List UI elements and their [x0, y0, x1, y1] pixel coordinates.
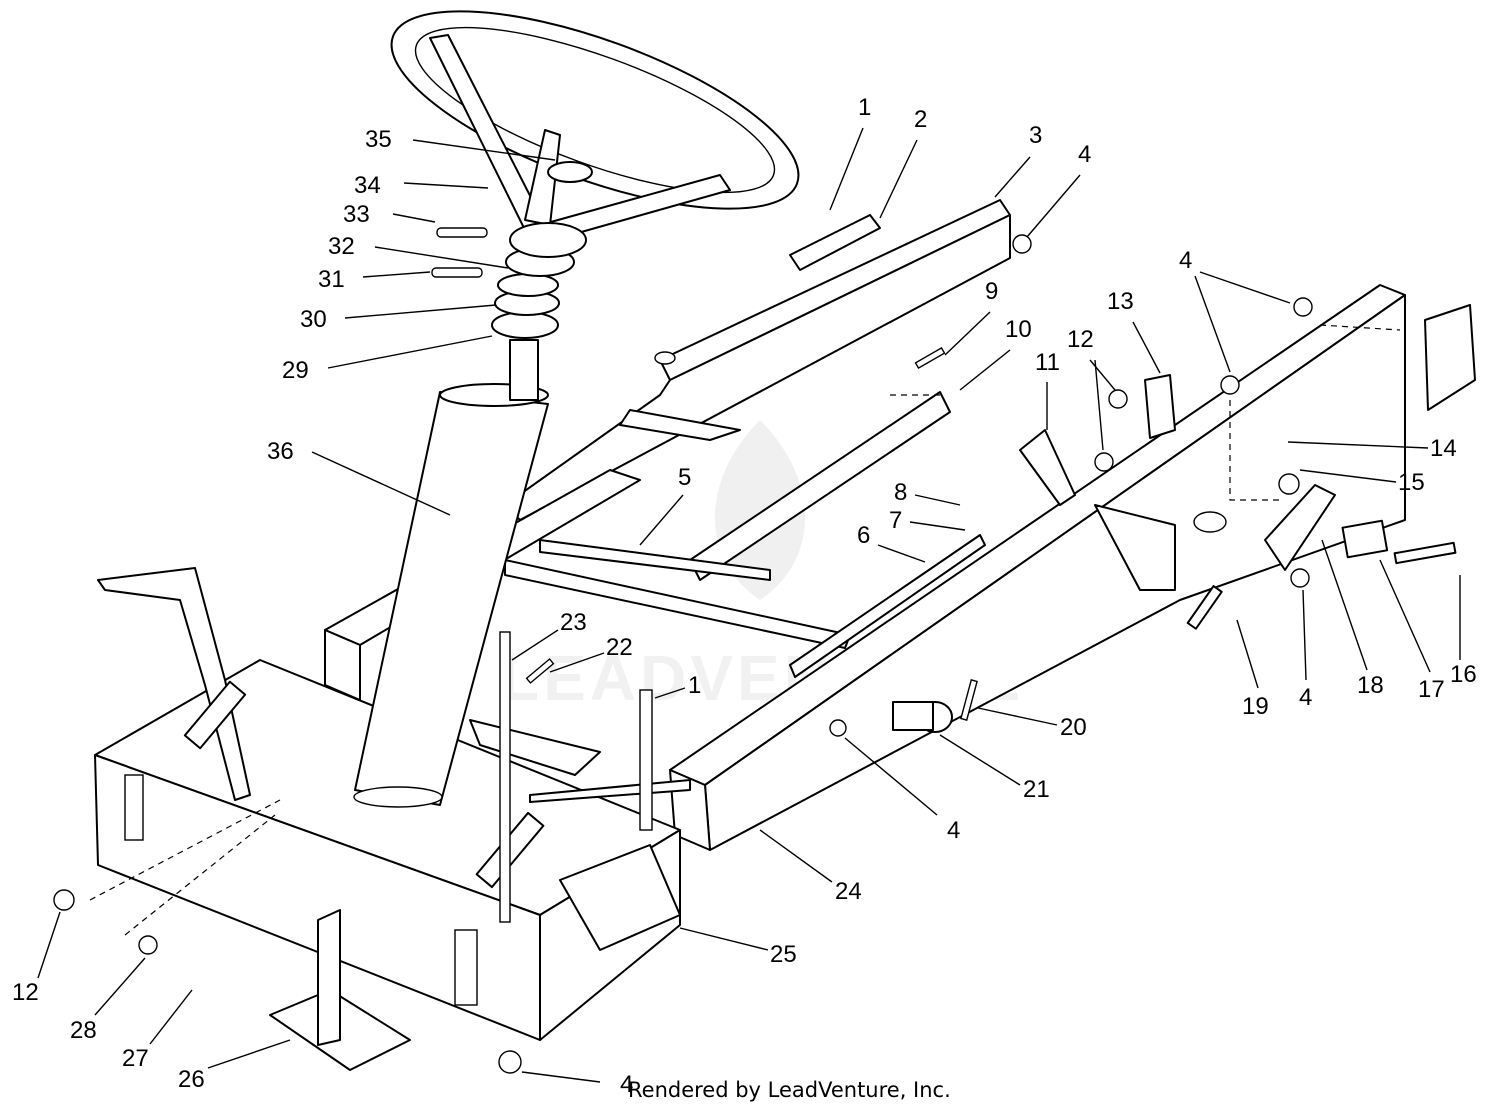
nut-12-a	[1108, 389, 1128, 409]
brake-pedal	[97, 567, 251, 801]
callout-label: 6	[857, 522, 870, 549]
steering-cap	[547, 161, 593, 183]
callout-label: 4	[620, 1071, 633, 1098]
cotter-pin-22	[525, 658, 555, 684]
cross-bar-upper	[689, 391, 951, 581]
nut-4-d	[1290, 568, 1310, 588]
link-rod	[789, 534, 986, 678]
callout-label: 21	[1023, 776, 1050, 803]
steering-hub	[509, 222, 587, 258]
callout-label: 27	[122, 1045, 149, 1072]
callout-label: 1	[688, 672, 701, 699]
rear-axle-stub	[1193, 511, 1227, 533]
callout-label: 17	[1418, 676, 1445, 703]
callout-label: 4	[947, 817, 960, 844]
callout-label: 29	[282, 357, 309, 384]
callout-labels: 1 2 3 4 4 35 34 33 32 31 30 29	[12, 94, 1477, 1098]
steering-column-bottom	[353, 786, 443, 808]
callout-label: 28	[70, 1017, 97, 1044]
bracket-2	[789, 214, 881, 271]
nut-4-f	[498, 1050, 522, 1074]
callout-label: 35	[365, 126, 392, 153]
callout-label: 18	[1357, 672, 1384, 699]
callout-label: 16	[1450, 661, 1477, 688]
nut-4-a	[1012, 234, 1032, 254]
bolt-23	[499, 631, 511, 923]
washer-28	[138, 935, 158, 955]
bolster-slot-right	[454, 929, 478, 1006]
callout-label: 12	[12, 979, 39, 1006]
rear-hitch-bracket	[1424, 304, 1476, 411]
callout-label: 2	[914, 106, 927, 133]
spacer-17	[1341, 519, 1389, 559]
assembly-line-a	[1229, 400, 1280, 501]
callout-label: 24	[835, 878, 862, 905]
bolt-16	[1393, 541, 1457, 565]
washer-15	[1278, 473, 1300, 495]
callout-label: 14	[1430, 435, 1457, 462]
callout-label: 11	[1035, 349, 1060, 376]
callout-label: 22	[606, 634, 633, 661]
callout-label: 8	[894, 479, 907, 506]
callout-label: 4	[1078, 141, 1091, 168]
callout-label: 32	[328, 233, 355, 260]
callout-label: 19	[1242, 693, 1269, 720]
callout-label: 34	[354, 172, 381, 199]
pivot-stub	[654, 351, 676, 365]
callout-label: 9	[985, 278, 998, 305]
lift-plate-18	[1264, 484, 1336, 571]
cotter-pin-20	[960, 679, 978, 721]
nut-4-b	[1293, 297, 1313, 317]
callout-label: 5	[678, 464, 691, 491]
callout-label: 30	[300, 306, 327, 333]
bolt-19	[1186, 585, 1223, 630]
hub-washer-31	[497, 273, 559, 297]
left-rail	[659, 199, 1011, 381]
nut-12-c	[53, 889, 75, 911]
nut-12-b	[1094, 452, 1114, 472]
cotter-pin-9	[914, 346, 946, 370]
right-rail-gusset	[1094, 504, 1176, 591]
bolster-slot-left	[124, 774, 144, 841]
callout-label: 20	[1060, 714, 1087, 741]
steering-wheel-inner	[414, 26, 776, 194]
callout-label: 3	[1029, 122, 1042, 149]
roll-pin-31	[431, 267, 483, 278]
callout-label: 31	[318, 266, 345, 293]
callout-label: 7	[889, 507, 902, 534]
axle-rod-lower	[504, 559, 851, 649]
callout-label: 25	[770, 941, 797, 968]
bushing-sleeve	[892, 701, 934, 731]
steering-post	[317, 909, 341, 1046]
steering-shaft	[509, 339, 539, 401]
callout-label: 4	[1179, 247, 1192, 274]
lift-arm	[1019, 429, 1076, 506]
nut-4-c	[1220, 375, 1240, 395]
bracket-13	[1144, 374, 1176, 439]
callout-label: 4	[1299, 684, 1312, 711]
pedal-slot-left	[183, 680, 247, 750]
callout-label: 15	[1398, 469, 1425, 496]
render-credit: Rendered by LeadVenture, Inc.	[628, 1078, 951, 1102]
callout-label: 10	[1005, 316, 1032, 343]
callout-label: 36	[267, 438, 294, 465]
axle-rod	[539, 539, 771, 581]
callout-label: 26	[178, 1066, 205, 1093]
lower-plate	[559, 844, 681, 951]
callout-label: 1	[858, 94, 871, 121]
callout-label: 12	[1067, 326, 1094, 353]
callout-label: 23	[560, 609, 587, 636]
nut-4-e	[829, 719, 847, 737]
assembly-line-b	[89, 799, 281, 901]
callout-label: 13	[1107, 288, 1134, 315]
cross-bar-plate	[619, 409, 741, 441]
assembly-line-d	[1319, 324, 1401, 331]
callout-label: 33	[343, 201, 370, 228]
bolt-1-center	[639, 689, 653, 831]
roll-pin-33	[436, 227, 488, 238]
frame-assembly	[53, 10, 1476, 1074]
